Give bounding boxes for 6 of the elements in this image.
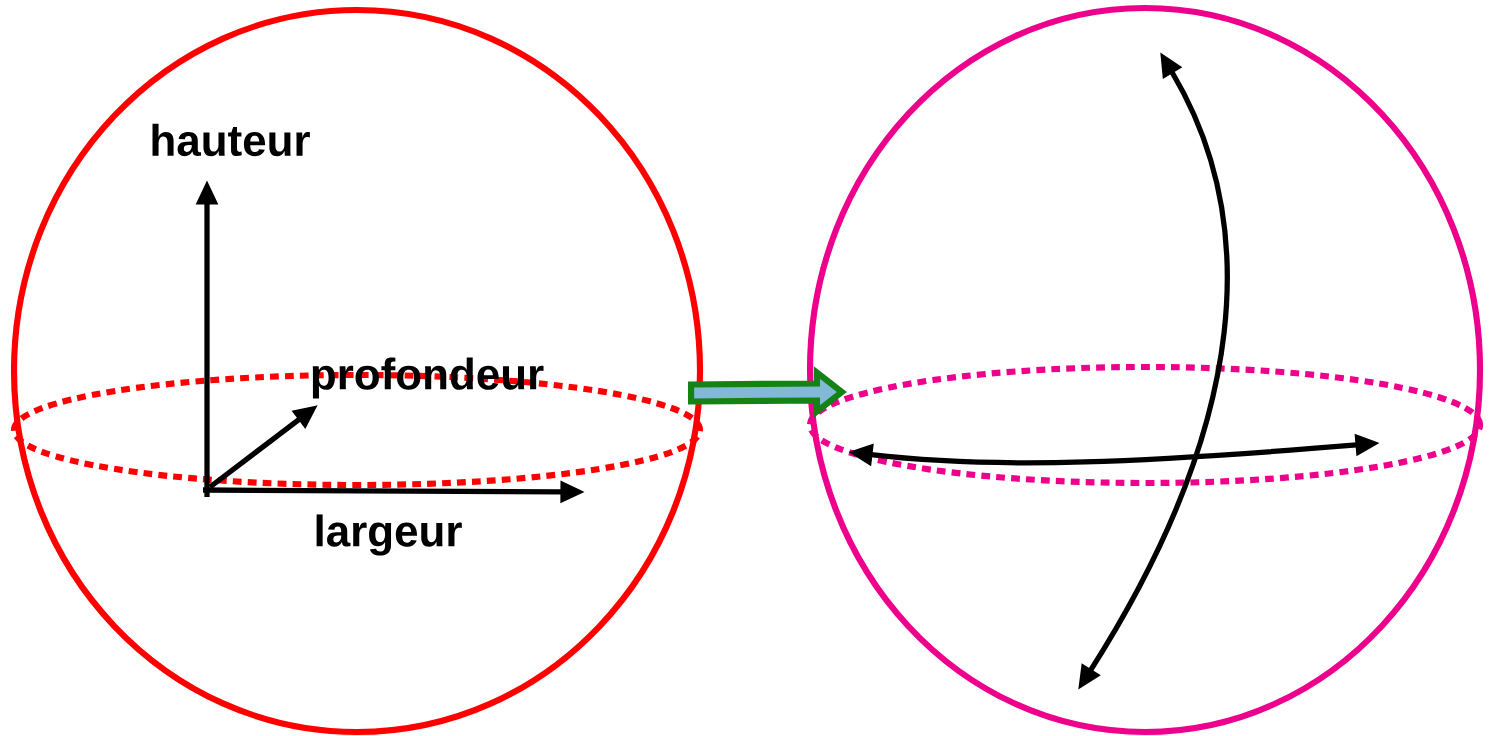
block-arrow xyxy=(688,366,847,418)
sphere-outline xyxy=(10,6,704,736)
sphere-outline xyxy=(806,4,1484,736)
axis-label: hauteur xyxy=(152,123,310,157)
axis-label: largeur xyxy=(316,514,462,556)
axis-label: profondeur xyxy=(312,357,544,399)
